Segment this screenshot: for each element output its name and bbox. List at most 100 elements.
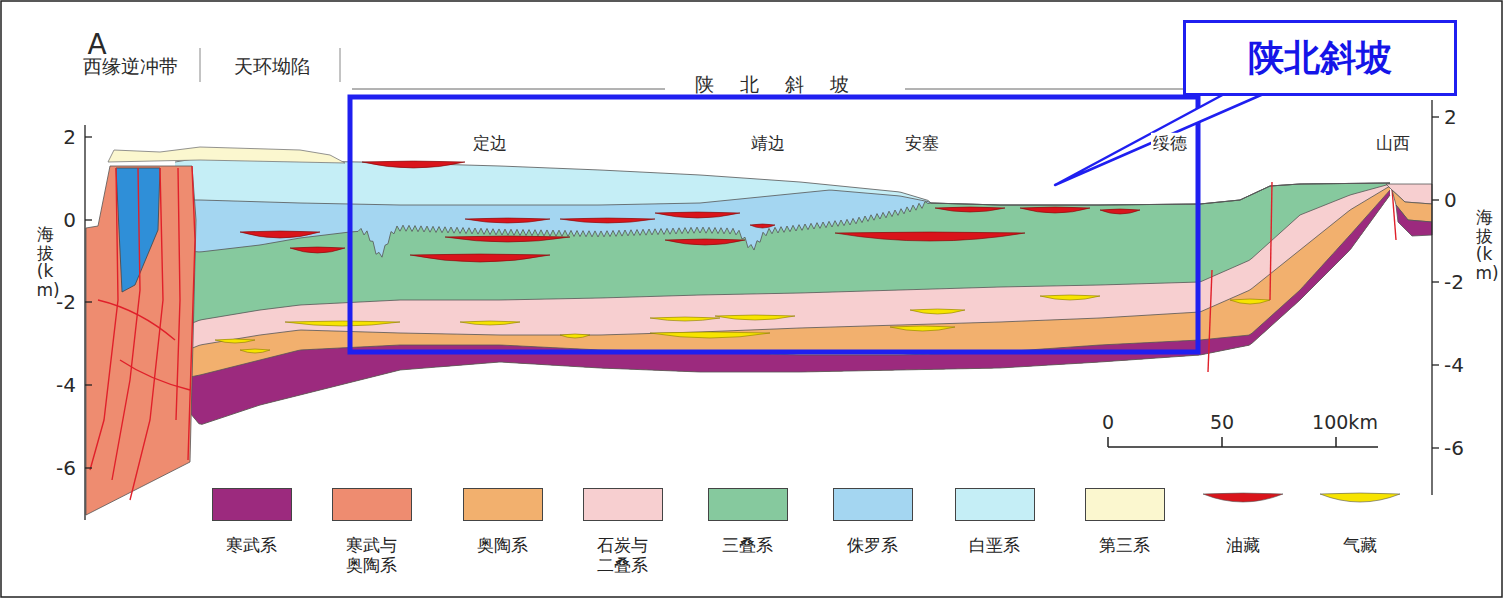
legend-swatch xyxy=(833,488,913,521)
gas-pool xyxy=(890,326,955,331)
scale-value: 0 xyxy=(1102,411,1114,434)
axis-value: 0 xyxy=(63,208,76,232)
oil-pool xyxy=(560,218,655,223)
axis-value: -6 xyxy=(1444,436,1464,460)
carboniferous-permian-layer xyxy=(175,184,1390,424)
gas-pool xyxy=(215,339,255,343)
axis-value: -4 xyxy=(56,373,76,397)
zone-name: 西缘逆冲带 xyxy=(83,55,178,78)
legend-label: 寒武与奥陶系 xyxy=(345,535,399,576)
strata xyxy=(175,158,1390,424)
thrust-belt-block xyxy=(86,166,196,515)
stratum-boundary xyxy=(175,186,1390,355)
axis-value: 2 xyxy=(1444,105,1457,129)
legend-label: 油藏 xyxy=(1216,535,1270,555)
legend-pool-symbol xyxy=(1201,490,1285,514)
axis-tick xyxy=(85,384,92,385)
fault-line xyxy=(120,360,190,390)
legend-label: 奥陶系 xyxy=(476,535,530,555)
oil-pool xyxy=(935,207,1005,212)
axis-tick xyxy=(1432,116,1439,117)
stratum-boundary xyxy=(175,195,1390,424)
stratum-boundary xyxy=(175,158,1390,205)
legend-swatch xyxy=(212,488,292,521)
scale-tick xyxy=(1221,437,1223,447)
legend-swatch xyxy=(332,488,412,521)
legend-label: 寒武系 xyxy=(225,535,279,555)
fault-line xyxy=(90,168,118,470)
stratum-boundary xyxy=(175,184,1390,330)
fault-line xyxy=(1208,270,1212,372)
place-name: 靖边 xyxy=(749,133,787,153)
gas-pool xyxy=(650,332,770,338)
axis-value: -4 xyxy=(1444,353,1464,377)
oil-pool xyxy=(465,218,550,223)
legend-pool-symbol xyxy=(1318,490,1402,514)
gas-pool xyxy=(910,309,965,314)
axis-title: 海拔(km) xyxy=(37,225,54,300)
legend-label: 第三系 xyxy=(1098,535,1152,555)
oil-pool xyxy=(410,254,550,262)
gas-pool xyxy=(285,321,400,326)
oil-pool xyxy=(665,239,745,245)
gas-pool xyxy=(240,349,270,353)
gas-pool xyxy=(650,317,720,321)
axis-tick xyxy=(1432,199,1439,200)
axis-tick xyxy=(1432,447,1439,448)
legend-swatch xyxy=(583,488,663,521)
gas-pool xyxy=(560,334,590,338)
callout-text: 陕北斜坡 xyxy=(1248,34,1392,83)
axis-tick xyxy=(85,219,92,220)
axis-value: -2 xyxy=(56,290,76,314)
cambrian-layer xyxy=(175,190,1390,424)
header-line xyxy=(905,89,1190,90)
gas-pool xyxy=(1040,295,1100,300)
stratum-boundary xyxy=(175,183,1390,257)
oil-pool xyxy=(362,161,465,168)
tertiary-cover xyxy=(108,147,345,163)
triassic-layer xyxy=(175,183,1390,424)
axis-tick xyxy=(1432,281,1439,282)
legend-label: 三叠系 xyxy=(721,535,775,555)
gas-pool xyxy=(1230,299,1270,304)
axis-value: -2 xyxy=(1444,270,1464,294)
callout-box: 陕北斜坡 xyxy=(1183,20,1457,96)
shanxi-strata xyxy=(1396,205,1432,236)
axis-title: 海拔(km) xyxy=(1476,208,1493,283)
legend-label: 白垩系 xyxy=(968,535,1022,555)
scale-tick xyxy=(1107,437,1109,447)
oil-pool xyxy=(240,231,320,238)
stratum-boundary xyxy=(175,183,1390,205)
fault-line xyxy=(176,168,180,420)
gas-pool xyxy=(460,321,520,325)
jurassic-layer xyxy=(175,183,1390,424)
legend-label: 石炭与二叠系 xyxy=(596,535,650,576)
gas-pool xyxy=(715,315,795,320)
fault-line xyxy=(188,166,195,460)
axis-value: 2 xyxy=(63,125,76,149)
legend-swatch xyxy=(708,488,788,521)
place-name: 绥德 xyxy=(1151,133,1189,153)
legend-swatch xyxy=(955,488,1035,521)
oil-pool xyxy=(1100,209,1140,214)
fault-line xyxy=(130,168,163,500)
oil-pool xyxy=(655,212,740,218)
place-name: 山西 xyxy=(1374,133,1412,153)
oil-pool xyxy=(835,232,1025,241)
scale-bar xyxy=(1108,446,1378,448)
legend-swatch xyxy=(463,488,543,521)
place-name: 定边 xyxy=(471,133,509,153)
scale-tick xyxy=(1335,437,1337,447)
header-separator xyxy=(340,48,341,82)
legend-label: 侏罗系 xyxy=(846,535,900,555)
highlight-frame xyxy=(350,97,1198,352)
zone-name: 天环坳陷 xyxy=(234,55,310,78)
axis-tick xyxy=(1432,364,1439,365)
legend-pool-shape xyxy=(1320,493,1400,502)
axis-tick xyxy=(85,136,92,137)
place-name: 安塞 xyxy=(903,133,941,153)
header-line xyxy=(352,89,665,90)
callout-tail xyxy=(1055,92,1268,185)
